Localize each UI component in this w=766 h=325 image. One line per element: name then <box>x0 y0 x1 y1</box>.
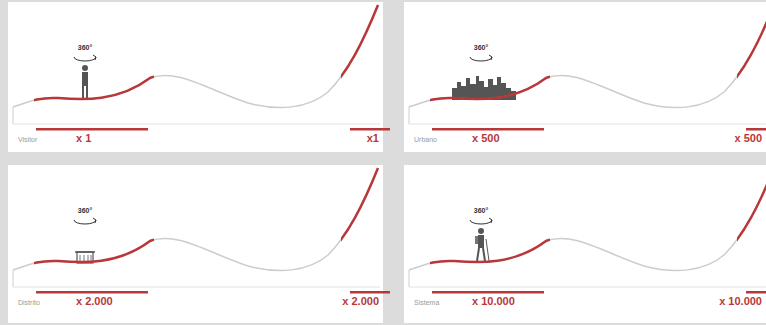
hiker-figure <box>475 228 489 261</box>
multiplier: x1 <box>367 133 379 144</box>
rotation-label: 360° <box>474 207 488 214</box>
panel-label: Distrito <box>18 299 40 306</box>
multiplier: x 10.000 <box>719 296 762 307</box>
landscape-curve <box>409 168 766 294</box>
rotation-label: 360° <box>78 207 92 214</box>
panel-label: Sistema <box>414 299 439 306</box>
rotation-label: 360° <box>474 44 488 51</box>
panel-ground <box>8 165 383 323</box>
multiplier: x 2.000 <box>76 296 113 307</box>
landscape-curve <box>13 168 390 294</box>
landscape-curve <box>13 5 390 131</box>
person-figure <box>82 65 88 98</box>
multiplier: x 500 <box>472 133 500 144</box>
multiplier: x 10.000 <box>472 296 515 307</box>
multiplier: x 500 <box>734 133 762 144</box>
multiplier: x 2.000 <box>342 296 379 307</box>
multiplier: x 1 <box>76 133 91 144</box>
panel-label: Visitor <box>18 136 37 143</box>
panel-label: Urbano <box>414 136 437 143</box>
rotation-label: 360° <box>78 44 92 51</box>
landscape-curve <box>409 5 766 131</box>
panel-ground <box>404 165 766 323</box>
